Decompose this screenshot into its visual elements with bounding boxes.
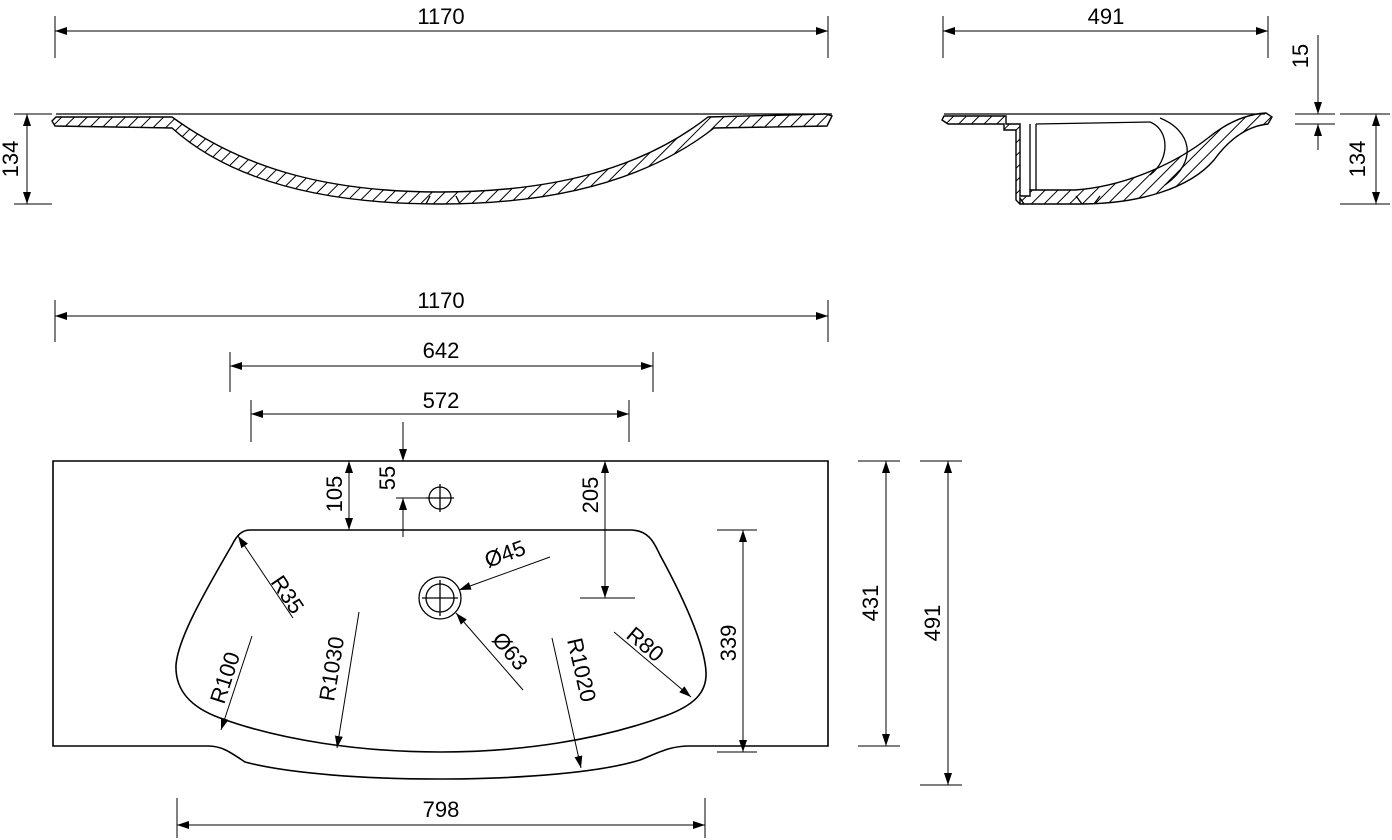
plan-642-label: 642	[423, 338, 460, 363]
side-section-profile	[51, 113, 833, 205]
plan-view: 1170 642 572 105	[52, 288, 962, 838]
end-height-label: 134	[1345, 141, 1370, 178]
side-view: 1170 134	[0, 4, 833, 205]
end-rim-label: 15	[1288, 44, 1313, 68]
plan-572-label: 572	[423, 388, 460, 413]
end-view: 491 15 134	[941, 4, 1390, 205]
basin-outline	[175, 529, 707, 753]
side-height-label: 134	[0, 141, 23, 178]
plan-105-label: 105	[322, 476, 347, 513]
plan-431-label: 431	[858, 585, 883, 622]
plan-491-label: 491	[920, 605, 945, 642]
plan-length-label: 1170	[417, 288, 464, 313]
plan-798-label: 798	[423, 797, 460, 822]
drain-icon	[418, 576, 462, 620]
end-width-label: 491	[1088, 4, 1125, 29]
plan-339-label: 339	[716, 625, 741, 662]
end-section-profile	[941, 112, 1273, 205]
plan-205-label: 205	[578, 477, 603, 514]
plan-55-label: 55	[375, 466, 400, 490]
side-length-label: 1170	[417, 4, 464, 29]
